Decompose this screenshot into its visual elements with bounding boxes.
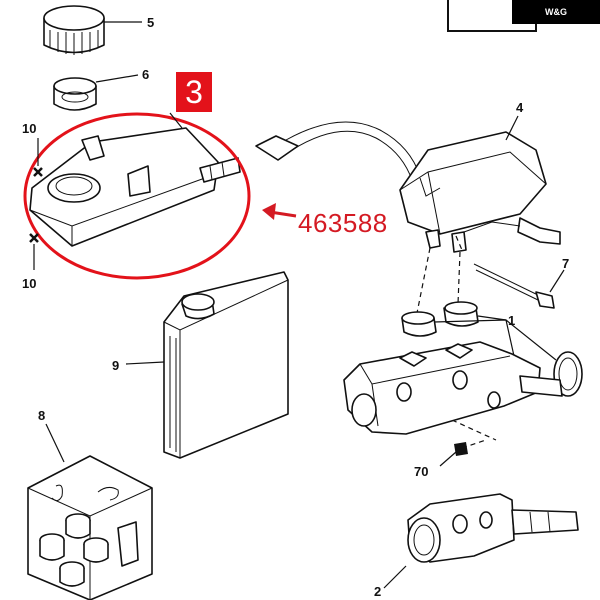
brake-fluid-reservoir xyxy=(29,127,241,247)
callout-8: 8 xyxy=(38,408,45,423)
leader-9 xyxy=(125,361,165,365)
part-number-label: 463588 xyxy=(298,208,388,238)
master-cylinder-variant xyxy=(407,493,579,563)
repair-kit-box xyxy=(27,455,153,600)
brake-fluid-can xyxy=(163,271,289,459)
callout-2: 2 xyxy=(374,584,381,599)
callout-1: 1 xyxy=(508,313,515,328)
callout-7: 7 xyxy=(562,256,569,271)
callout-10-lower: 10 xyxy=(22,276,36,291)
arrow-icon xyxy=(262,203,297,220)
leader-70 xyxy=(439,451,457,467)
leader-7 xyxy=(549,269,565,293)
callout-70: 70 xyxy=(414,464,428,479)
vacuum-hose xyxy=(255,121,421,181)
leader-6 xyxy=(95,74,139,83)
master-cylinder xyxy=(343,341,563,435)
callout-6: 6 xyxy=(142,67,149,82)
screw-upper xyxy=(33,167,43,177)
callout-10-upper: 10 xyxy=(22,121,36,136)
brake-booster xyxy=(399,131,561,253)
reservoir-filter xyxy=(53,77,97,111)
highlight-ellipse xyxy=(23,112,251,280)
leader-8 xyxy=(45,423,65,463)
leader-2 xyxy=(383,565,407,589)
sensor-70 xyxy=(454,442,468,456)
callout-5: 5 xyxy=(147,15,154,30)
highlight-badge: 3 xyxy=(176,72,212,112)
leader-3 xyxy=(169,112,183,129)
leader-1 xyxy=(433,315,557,361)
watermark-logo: W&G xyxy=(512,0,600,24)
screw-lower xyxy=(29,233,39,243)
callout-9: 9 xyxy=(112,358,119,373)
alignment-lines-upper xyxy=(415,235,463,319)
leader-4 xyxy=(505,115,519,141)
callout-4: 4 xyxy=(516,100,524,115)
reservoir-cap xyxy=(43,5,105,55)
mounting-bolt xyxy=(473,263,555,309)
